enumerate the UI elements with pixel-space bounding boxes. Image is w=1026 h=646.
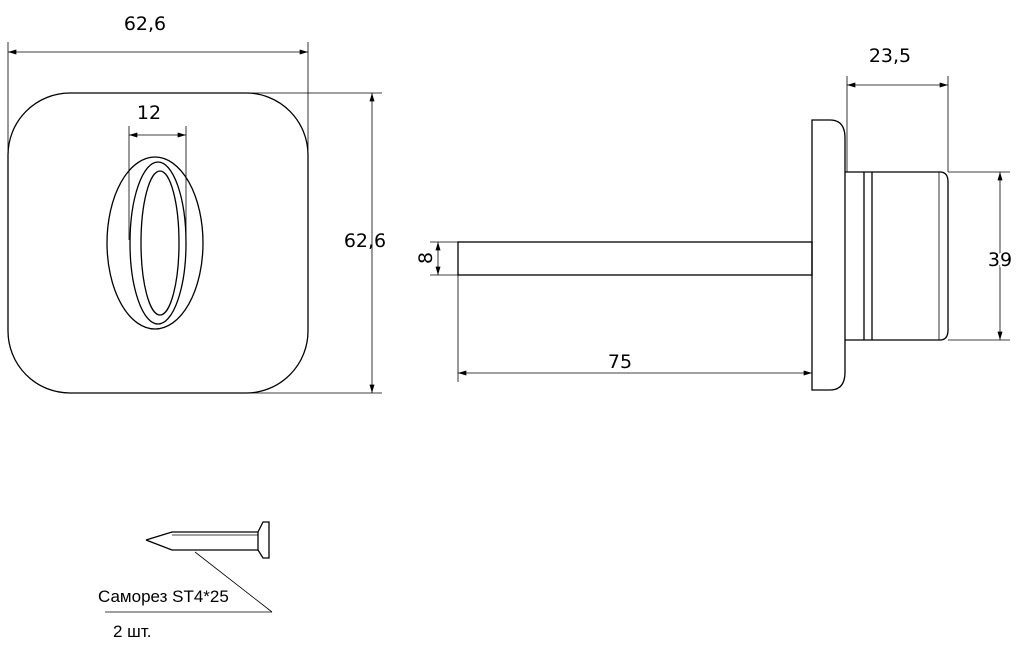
dimension-label: 8 [415,252,437,264]
screw-quantity: 2 шт. [113,622,151,641]
escutcheon-front-view [7,92,309,394]
dimension-cylinder-depth: 23,5 [846,45,949,172]
dimension-label: 75 [608,351,632,373]
dimension-label: 12 [137,102,161,124]
dimension-label: 62,6 [344,230,386,252]
dimension-cylinder-diameter: 39 [948,171,1014,341]
dimension-plate-height: 62,6 [240,92,386,394]
screw-icon [145,521,270,559]
dimension-label: 39 [988,249,1012,271]
dimension-plate-width: 62,6 [7,13,309,150]
thumbturn-side-view [457,119,949,391]
screw-callout: Саморез ST4*25 2 шт. [98,551,273,641]
screw-label: Саморез ST4*25 [98,587,229,606]
dimension-label: 23,5 [869,45,911,67]
dimension-slot-width: 12 [128,102,187,240]
dimension-rod-diameter: 8 [415,241,458,276]
dimension-rod-length: 75 [457,275,813,382]
dimension-label: 62,6 [124,13,166,35]
